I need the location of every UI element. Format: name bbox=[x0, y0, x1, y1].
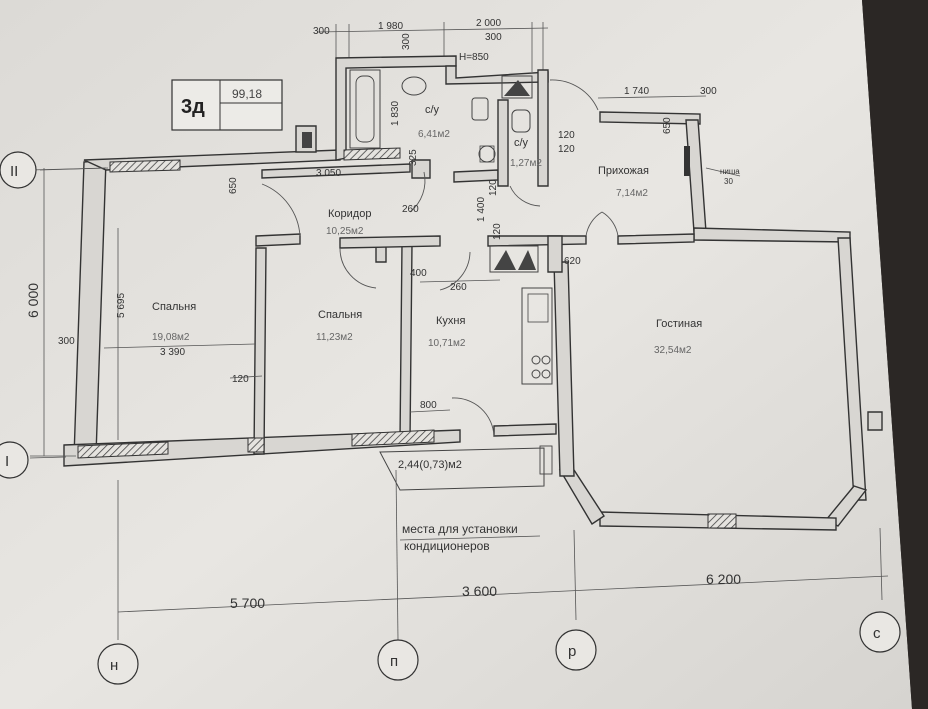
dim-top-2000: 2 000 bbox=[476, 18, 501, 29]
balcony-outline bbox=[379, 447, 545, 491]
axis-label-col3: р bbox=[568, 643, 576, 660]
dim-300-left: 300 bbox=[58, 336, 75, 347]
dim-h850: H=850 bbox=[459, 52, 489, 63]
outer-walls bbox=[63, 55, 883, 531]
room-wc-name: с/у bbox=[514, 137, 529, 149]
dim-260a: 260 bbox=[402, 204, 419, 215]
room-wc-area: 1,27м2 bbox=[510, 158, 542, 169]
dim-6000: 6 000 bbox=[25, 283, 41, 318]
axis-label-row-top: II bbox=[10, 163, 18, 180]
axis-marker-col3 bbox=[555, 629, 597, 671]
dim-300-right: 300 bbox=[700, 86, 717, 97]
paper-edge-shadow bbox=[862, 0, 928, 709]
dim-top-1980: 1 980 bbox=[378, 21, 403, 32]
dim-120a: 120 bbox=[558, 130, 575, 141]
niche-value: 30 bbox=[724, 177, 733, 186]
axis-label-col2: п bbox=[390, 653, 398, 670]
dim-3390: 3 390 bbox=[160, 347, 185, 358]
dim-650b: 650 bbox=[662, 117, 673, 134]
room-hallway-area: 7,14м2 bbox=[616, 188, 648, 199]
dim-top-300b: 300 bbox=[485, 32, 502, 43]
dim-top-300c: 300 bbox=[401, 33, 412, 50]
dim-120c: 120 bbox=[488, 179, 499, 196]
dim-400: 400 bbox=[410, 268, 427, 279]
apartment-type-label: 3д bbox=[181, 96, 205, 118]
dim-5700: 5 700 bbox=[230, 595, 265, 611]
top-dimension-chain bbox=[317, 22, 549, 72]
dim-650a: 650 bbox=[228, 177, 239, 194]
room-bedroom2-area: 11,23м2 bbox=[316, 332, 353, 343]
room-corridor-area: 10,25м2 bbox=[326, 226, 364, 237]
fixtures bbox=[302, 69, 690, 475]
axis-marker-col2 bbox=[377, 639, 419, 681]
room-bedroom1-name: Спальня bbox=[152, 301, 196, 313]
door-swings bbox=[261, 79, 619, 437]
ac-note-line2: кондиционеров bbox=[404, 539, 490, 553]
bottom-dimension-chain bbox=[117, 469, 889, 641]
dim-260b: 260 bbox=[450, 282, 467, 293]
balcony-area: 2,44(0,73)м2 bbox=[398, 459, 462, 471]
ac-note-line1: места для установки bbox=[402, 522, 518, 536]
niche-label: ниша bbox=[720, 167, 740, 176]
axis-marker-col4 bbox=[859, 611, 901, 653]
room-kitchen-area: 10,71м2 bbox=[428, 338, 466, 349]
dim-1830: 1 830 bbox=[390, 101, 401, 126]
room-bedroom2-name: Спальня bbox=[318, 309, 362, 321]
room-kitchen-name: Кухня bbox=[436, 315, 465, 327]
room-hallway-name: Прихожая bbox=[598, 165, 649, 177]
axis-label-row-bottom: I bbox=[5, 453, 9, 470]
axis-marker-row-top bbox=[0, 151, 37, 189]
axis-marker-row-bottom bbox=[0, 441, 29, 479]
dim-1400: 1 400 bbox=[476, 197, 487, 222]
apartment-type-box bbox=[171, 79, 283, 131]
room-bathroom-area: 6,41м2 bbox=[418, 129, 450, 140]
dim-1740: 1 740 bbox=[624, 86, 649, 97]
axis-marker-col1 bbox=[97, 643, 139, 685]
room-corridor-name: Коридор bbox=[328, 208, 371, 220]
dim-120d: 120 bbox=[492, 223, 503, 240]
window-segments bbox=[77, 147, 737, 529]
dim-120b: 120 bbox=[558, 144, 575, 155]
dim-120e: 120 bbox=[232, 374, 249, 385]
room-living-name: Гостиная bbox=[656, 318, 702, 330]
dim-800: 800 bbox=[420, 400, 437, 411]
dim-325: 325 bbox=[408, 149, 419, 166]
dim-620: 620 bbox=[564, 256, 581, 267]
room-living-area: 32,54м2 bbox=[654, 345, 692, 356]
dim-5695: 5 695 bbox=[116, 293, 127, 318]
axis-lines bbox=[29, 167, 109, 459]
room-bedroom1-area: 19,08м2 bbox=[152, 332, 190, 343]
apartment-total-area: 99,18 bbox=[232, 87, 262, 101]
axis-label-col4: с bbox=[873, 625, 881, 642]
dim-3050: 3 050 bbox=[316, 168, 341, 179]
dim-6200: 6 200 bbox=[706, 571, 741, 587]
dim-top-300a: 300 bbox=[313, 26, 330, 37]
axis-label-col1: н bbox=[110, 657, 118, 674]
dim-3600: 3 600 bbox=[462, 583, 497, 599]
room-bathroom-name: с/у bbox=[425, 104, 440, 116]
